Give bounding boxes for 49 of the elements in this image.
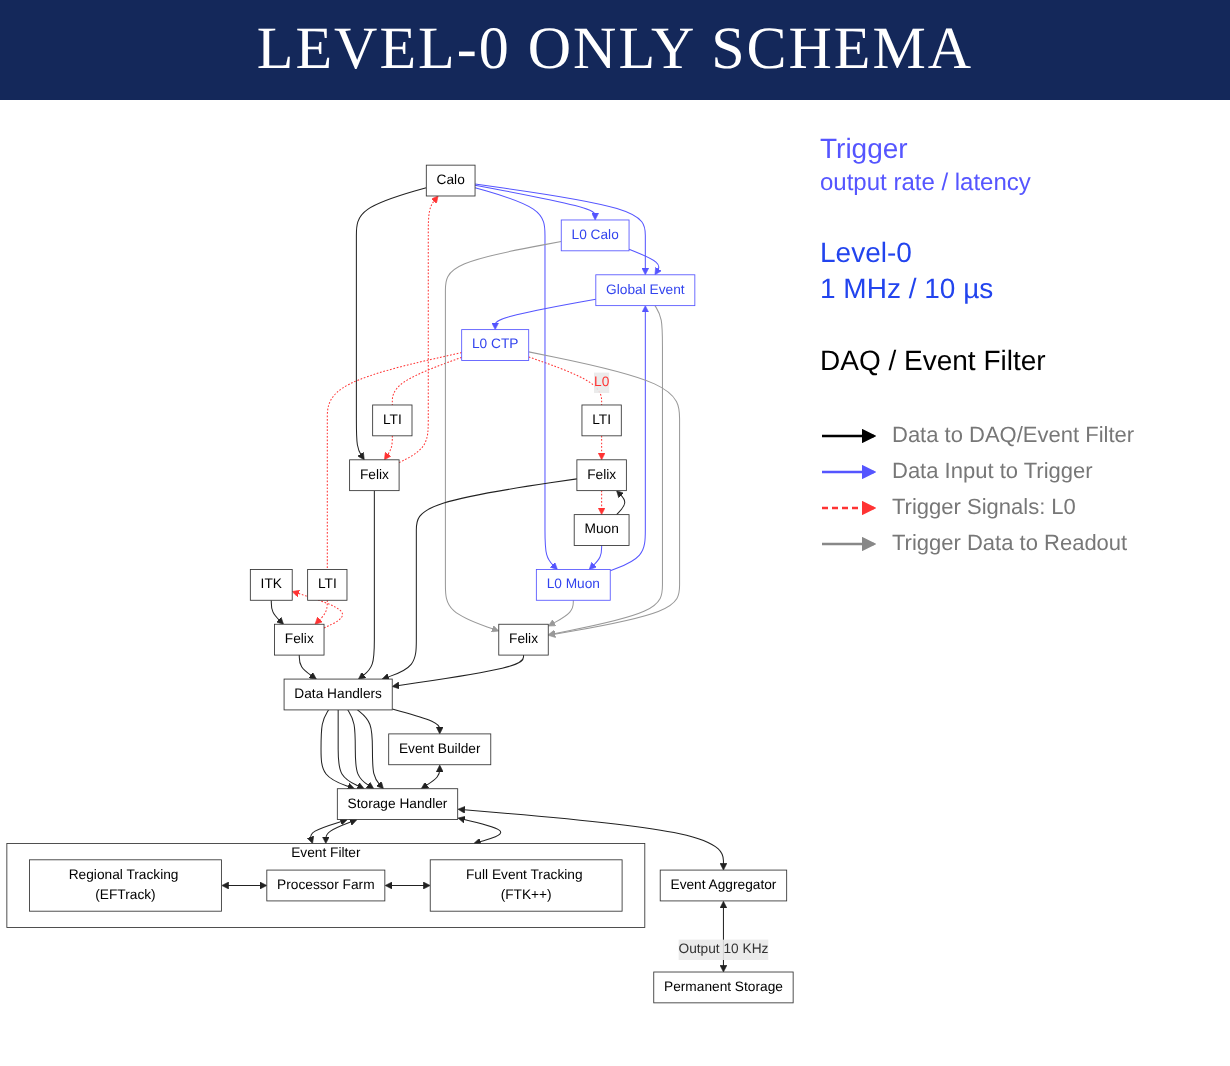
- arrow: [384, 880, 431, 889]
- arrow: [588, 543, 603, 569]
- arrow: [337, 708, 365, 789]
- legend-label: Data Input to Trigger: [892, 460, 1093, 484]
- arrow: [355, 186, 427, 460]
- rate-text: 1 MHz / 10 µs: [820, 272, 996, 304]
- arrow: [457, 815, 502, 845]
- arrow: [347, 708, 375, 789]
- title-text: LEVEL-0 ONLY SCHEMA: [256, 16, 974, 84]
- arrow: [391, 653, 525, 689]
- arrow: [384, 434, 393, 460]
- legend-label: Trigger Signals: L0: [892, 496, 1076, 520]
- arrow: [270, 598, 284, 624]
- arrow: [358, 489, 375, 679]
- arrow: [474, 182, 650, 275]
- section-label: Trigger: [820, 132, 910, 164]
- arrow: [491, 297, 597, 329]
- arrow: [320, 708, 355, 789]
- section-label: DAQ / Event Filter: [820, 344, 1048, 376]
- arrow: [381, 477, 578, 680]
- arrow: [547, 304, 663, 637]
- arrow: [547, 598, 574, 626]
- arrow: [322, 817, 358, 843]
- arrow: [420, 763, 444, 789]
- arrow: [298, 653, 317, 679]
- legend-label: Trigger Data to Readout: [892, 532, 1128, 556]
- arrow: [474, 186, 558, 569]
- arrow: [597, 489, 606, 514]
- connector: [528, 355, 603, 405]
- arrow: [474, 183, 599, 220]
- arrow: [314, 598, 328, 624]
- arrow: [291, 589, 344, 628]
- note-text: output rate / latency: [820, 168, 1033, 196]
- connector: [326, 351, 463, 569]
- arrow: [221, 880, 268, 889]
- connector: [391, 355, 463, 405]
- arrow: [398, 194, 439, 463]
- arrow: [609, 304, 650, 571]
- arrow: [457, 805, 728, 870]
- arrow: [628, 247, 662, 275]
- arrow: [306, 817, 348, 843]
- arrow: [616, 489, 626, 515]
- legend-label: Data to DAQ/Event Filter: [892, 424, 1135, 448]
- arrow: [597, 434, 606, 460]
- arrow: [391, 707, 444, 734]
- arrow: [528, 350, 681, 637]
- section-label: Level-0: [820, 236, 914, 268]
- arrow: [444, 240, 562, 632]
- arrow: [356, 708, 384, 789]
